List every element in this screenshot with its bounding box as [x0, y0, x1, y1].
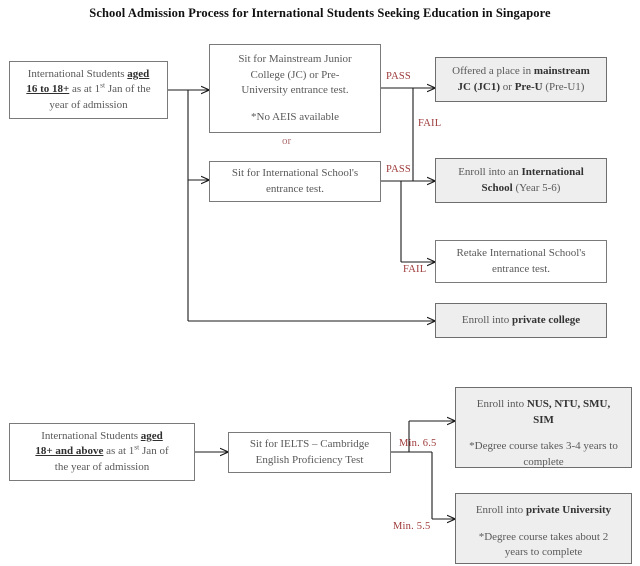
- edge-label-pass-2: PASS: [386, 164, 411, 175]
- box-jc-entrance-test: Sit for Mainstream Junior College (JC) o…: [209, 44, 381, 133]
- start-box-line2: 16 to 18+ as at 1st Jan of the: [26, 80, 151, 96]
- lower-start-line3: the year of admission: [54, 460, 150, 473]
- ielts-line2: English Proficiency Test: [255, 453, 364, 466]
- page-title: School Admission Process for Internation…: [89, 6, 551, 20]
- box-start-18-and-above: International Students aged 18+ and abov…: [9, 423, 195, 481]
- jc-box-line3: University entrance test.: [241, 84, 349, 96]
- edge-label-pass-1: PASS: [386, 71, 411, 82]
- box-enroll-private-university: Enroll into private University *Degree c…: [455, 493, 632, 564]
- or-label: or: [282, 135, 292, 147]
- offered-line2: JC (JC1) or Pre-U (Pre-U1): [457, 80, 585, 93]
- public-uni-line1: Enroll into NUS, NTU, SMU,: [476, 398, 611, 410]
- private-college-line1: Enroll into private college: [461, 313, 581, 326]
- private-uni-line1: Enroll into private University: [475, 504, 612, 516]
- intl-test-line1: Sit for International School's: [231, 167, 359, 179]
- box-international-school-test: Sit for International School's entrance …: [209, 161, 381, 202]
- box-enroll-public-university: Enroll into NUS, NTU, SMU, SIM *Degree c…: [455, 387, 632, 468]
- intl-school-line1: Enroll into an International: [458, 166, 584, 178]
- start-box-line1: International Students aged: [27, 67, 150, 80]
- jc-box-line2: College (JC) or Pre-: [250, 68, 340, 81]
- lower-start-line1: International Students aged: [41, 429, 163, 442]
- box-enroll-international-school: Enroll into an International School (Yea…: [435, 158, 607, 203]
- intl-school-line2: School (Year 5-6): [481, 181, 561, 194]
- jc-box-note: *No AEIS available: [251, 110, 339, 123]
- edge-label-fail-2: FAIL: [403, 264, 427, 275]
- public-uni-line2: SIM: [533, 413, 554, 426]
- box-start-16-to-18: International Students aged 16 to 18+ as…: [9, 61, 168, 119]
- box-retake-international-test: Retake International School's entrance t…: [435, 240, 607, 283]
- box-ielts-test: Sit for IELTS – Cambridge English Profic…: [228, 432, 391, 473]
- private-uni-note1: *Degree course takes about 2: [478, 530, 609, 543]
- edge-label-min-6-5: Min. 6.5: [399, 438, 437, 449]
- ielts-line1: Sit for IELTS – Cambridge: [249, 438, 370, 450]
- intl-test-line2: entrance test.: [265, 182, 325, 195]
- start-box-line3: year of admission: [49, 98, 128, 111]
- offered-line1: Offered a place in mainstream: [452, 65, 590, 77]
- box-enroll-private-college: Enroll into private college: [435, 303, 607, 338]
- public-uni-note2: complete: [523, 455, 564, 468]
- public-uni-note1: *Degree course takes 3-4 years to: [469, 440, 618, 452]
- retake-line2: entrance test.: [491, 262, 551, 275]
- edge-label-fail-1: FAIL: [418, 118, 442, 129]
- retake-line1: Retake International School's: [456, 247, 586, 259]
- box-offered-place-mainstream: Offered a place in mainstream JC (JC1) o…: [435, 57, 607, 102]
- private-uni-note2: years to complete: [504, 546, 583, 558]
- lower-start-line2: 18+ and above as at 1st Jan of: [35, 442, 169, 458]
- edge-label-min-5-5: Min. 5.5: [393, 521, 431, 532]
- jc-box-line1: Sit for Mainstream Junior: [238, 53, 352, 65]
